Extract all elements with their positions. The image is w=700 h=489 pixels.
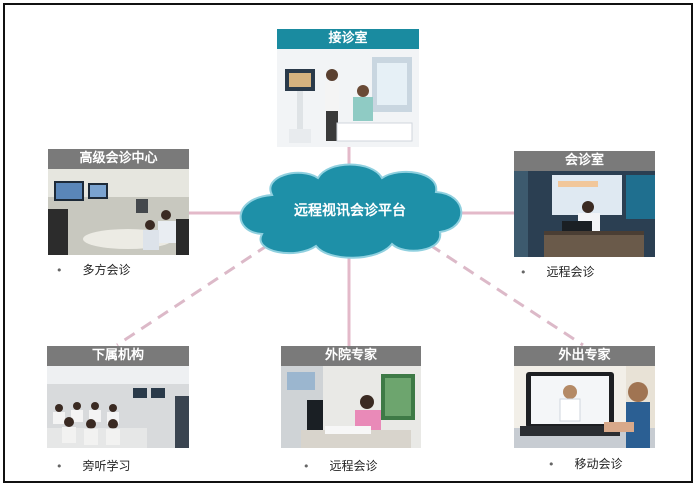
platform-cloud: [239, 163, 463, 259]
traveling-photo: [514, 366, 655, 448]
link-traveling: [429, 243, 584, 347]
bullet-icon: •: [56, 264, 63, 277]
caption-text: 旁听学习: [82, 459, 131, 473]
node-title: 下属机构: [47, 346, 189, 366]
caption-consult: • 远程会诊: [520, 263, 595, 280]
advanced-photo: [48, 169, 189, 255]
node-consult: 会诊室: [514, 151, 655, 257]
node-title: 外院专家: [281, 346, 421, 366]
bullet-icon: •: [520, 266, 527, 279]
node-traveling: 外出专家: [514, 346, 655, 448]
node-branch: 下属机构: [47, 346, 189, 448]
caption-text: 移动会诊: [574, 457, 623, 471]
caption-text: 远程会诊: [546, 265, 595, 279]
branch-photo: [47, 366, 189, 448]
bullet-icon: •: [56, 460, 63, 473]
caption-text: 多方会诊: [82, 263, 131, 277]
node-title: 接诊室: [277, 29, 419, 49]
caption-branch: • 旁听学习: [56, 457, 131, 474]
bullet-icon: •: [548, 458, 555, 471]
link-branch: [116, 243, 269, 347]
caption-text: 远程会诊: [329, 459, 378, 473]
node-reception: 接诊室: [277, 29, 419, 147]
node-external: 外院专家: [281, 346, 421, 448]
bullet-icon: •: [303, 460, 310, 473]
caption-traveling: • 移动会诊: [548, 455, 623, 472]
external-photo: [281, 366, 421, 448]
node-title: 高级会诊中心: [48, 149, 189, 169]
node-advanced: 高级会诊中心: [48, 149, 189, 255]
consult-photo: [514, 171, 655, 257]
platform-label: 远程视讯会诊平台: [294, 203, 406, 219]
caption-advanced: • 多方会诊: [56, 261, 131, 278]
reception-photo: [277, 49, 419, 147]
node-title: 会诊室: [514, 151, 655, 171]
node-title: 外出专家: [514, 346, 655, 366]
caption-external: • 远程会诊: [303, 457, 378, 474]
